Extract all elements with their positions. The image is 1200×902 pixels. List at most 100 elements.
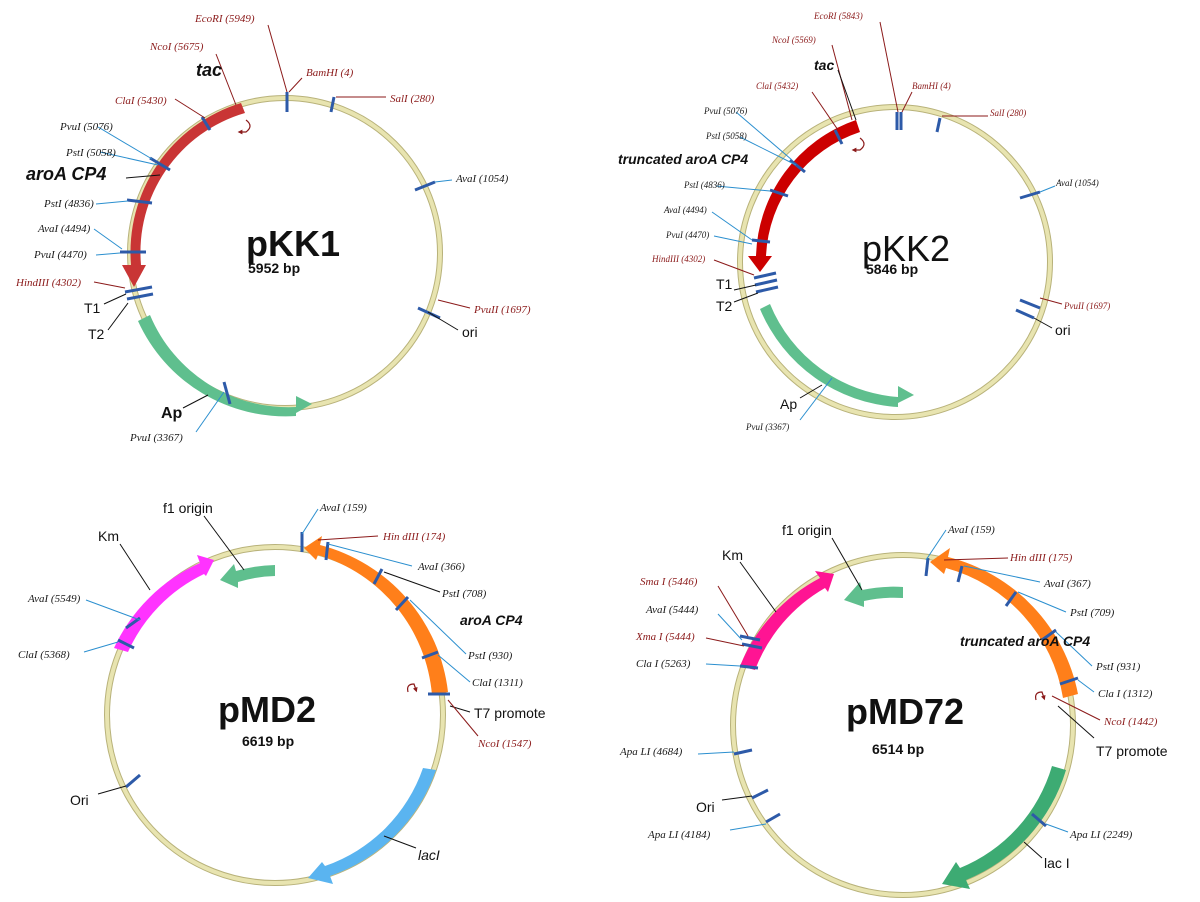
- leader-line: [203, 515, 245, 571]
- aroA-gene-arrow: [122, 103, 245, 287]
- site-tick: [765, 812, 781, 824]
- site-tick: [924, 557, 930, 577]
- plasmid-size: 6619 bp: [242, 733, 294, 749]
- site-label-ApaLI: Apa LI (4684): [619, 746, 683, 758]
- leader-line: [437, 654, 471, 683]
- leader-line: [288, 77, 303, 93]
- leader-line: [383, 835, 417, 849]
- feature-label-Ap: Ap: [780, 396, 797, 412]
- site-label-AvaI: AvaI (366): [417, 561, 465, 573]
- leader-line: [107, 302, 129, 331]
- leader-line: [1045, 823, 1069, 833]
- site-tick: [126, 292, 154, 301]
- Ap-gene-arrow: [138, 315, 312, 417]
- feature-label-T7-promoter: T7 promote: [1096, 743, 1168, 759]
- leader-line: [93, 281, 126, 289]
- leader-line: [317, 535, 379, 541]
- leader-line: [697, 751, 735, 755]
- site-label-SalI: SalI (280): [390, 93, 435, 105]
- site-label-PstI: PstI (5058): [705, 131, 747, 141]
- site-label-PvuI: PvuI (4470): [665, 230, 709, 240]
- leader-line: [713, 259, 755, 276]
- Km-gene-arrow: [740, 571, 834, 670]
- plasmid-name: pKK2: [862, 228, 950, 269]
- site-tick: [739, 664, 759, 670]
- site-tick: [751, 788, 769, 800]
- plasmid-size: 6514 bp: [872, 741, 924, 757]
- leader-line: [95, 200, 129, 205]
- plasmid-size: 5952 bp: [248, 260, 300, 276]
- site-tick: [200, 116, 212, 131]
- feature-label-aroA: truncated aroA CP4: [960, 633, 1090, 649]
- feature-label-Ori: Ori: [696, 799, 715, 815]
- plasmid-map-pKK1: EcoRI (5949) NcoI (5675) tac BamHI (4) S…: [15, 13, 531, 444]
- site-label-ClaI: Cla I (1312): [1098, 688, 1153, 700]
- feature-label-T1: T1: [84, 300, 101, 316]
- site-label-ClaI: Cla I (5263): [636, 658, 691, 670]
- site-tick: [117, 638, 135, 650]
- site-label-ClaI: ClaI (5432): [756, 81, 798, 91]
- site-label-AvaI: AvaI (159): [319, 502, 367, 514]
- site-label-PstI: PstI (708): [441, 588, 487, 600]
- leader-line: [713, 235, 753, 245]
- feature-label-Km: Km: [722, 547, 743, 563]
- leader-line: [799, 384, 823, 399]
- site-label-AvaI: AvaI (4494): [37, 223, 91, 235]
- site-label-AvaI: AvaI (5549): [27, 593, 81, 605]
- leader-line: [1023, 841, 1043, 859]
- site-tick: [739, 634, 761, 642]
- f1-origin-arrow: [844, 582, 903, 607]
- leader-line: [729, 823, 767, 831]
- site-tick: [751, 238, 771, 244]
- site-label-HindIII: Hin dIII (175): [1009, 552, 1073, 564]
- f1-origin-arrow: [220, 564, 275, 588]
- Ap-gene-arrow: [760, 304, 914, 407]
- feature-label-tac: tac: [814, 57, 834, 73]
- site-tick: [126, 198, 153, 205]
- leader-line: [711, 211, 753, 241]
- backbone-circle: [730, 552, 1076, 898]
- site-label-PvuI: PvuI (5076): [703, 106, 747, 116]
- site-label-ApaLI: Apa LI (2249): [1069, 829, 1133, 841]
- site-tick: [149, 156, 171, 172]
- site-label-ClaI: ClaI (5430): [115, 95, 167, 107]
- site-label-EcoRI: EcoRI (5843): [813, 11, 863, 21]
- site-label-AvaI: AvaI (4494): [663, 205, 707, 215]
- leader-line: [811, 91, 839, 131]
- site-tick: [789, 158, 806, 174]
- leader-line: [434, 179, 453, 183]
- site-tick: [1031, 812, 1047, 828]
- leader-line: [437, 299, 471, 309]
- site-label-AvaI: AvaI (5444): [645, 604, 699, 616]
- site-tick: [1019, 298, 1041, 310]
- leader-line: [447, 699, 479, 737]
- site-label-PvuI: PvuI (5076): [59, 121, 113, 133]
- site-label-HindIII: HindIII (4302): [15, 277, 81, 289]
- site-tick: [421, 650, 439, 660]
- leader-line: [799, 377, 833, 421]
- leader-line: [705, 663, 741, 667]
- feature-label-T2: T2: [716, 298, 733, 314]
- feature-label-T2: T2: [88, 326, 105, 342]
- plasmid-name: pMD2: [218, 689, 316, 730]
- site-tick: [935, 117, 942, 133]
- feature-label-f1-origin: f1 origin: [782, 522, 832, 538]
- leader-line: [943, 557, 1009, 561]
- T7-promoter-arrow: [407, 683, 418, 693]
- backbone-circle: [737, 104, 1053, 420]
- leader-line: [963, 565, 1041, 583]
- site-tick: [1019, 190, 1041, 200]
- site-label-AvaI: AvaI (1054): [455, 173, 509, 185]
- tac-promoter-arrow: [851, 137, 865, 153]
- leader-line: [879, 21, 899, 113]
- site-tick: [754, 278, 778, 287]
- site-label-AvaI: AvaI (367): [1043, 578, 1091, 590]
- leader-line: [93, 228, 123, 250]
- leader-line: [97, 785, 127, 795]
- site-label-SalI: SalI (280): [990, 108, 1026, 118]
- feature-label-tac: tac: [196, 60, 222, 80]
- site-tick: [753, 271, 777, 280]
- site-tick: [741, 642, 763, 650]
- site-label-PvuI: PvuI (3367): [745, 422, 789, 432]
